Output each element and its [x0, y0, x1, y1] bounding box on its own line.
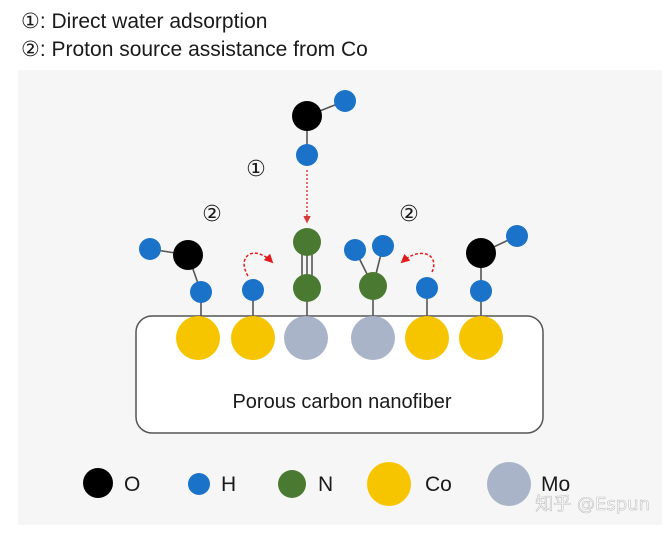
h-atom [139, 238, 161, 260]
mo-atom [351, 316, 395, 360]
h-atom [296, 144, 318, 166]
note-direct-water-adsorption: ①: Direct water adsorption [21, 10, 268, 33]
marker-two-left: ② [202, 201, 222, 226]
proton-transfer-arrow-right [400, 252, 435, 273]
co-atom [176, 316, 220, 360]
legend-co-label: Co [425, 473, 452, 496]
o-atom [292, 101, 322, 131]
legend-notes: ①: Direct water adsorption ②: Proton sou… [21, 8, 368, 64]
substrate-label: Porous carbon nanofiber [232, 391, 451, 413]
n-atom [293, 274, 321, 302]
legend-n-label: N [318, 473, 333, 496]
h-atom [470, 280, 492, 302]
o-atom [466, 238, 496, 268]
n-atom [293, 228, 321, 256]
legend-co-swatch [367, 462, 411, 506]
mo-atom [284, 316, 328, 360]
marker-two-right: ② [399, 201, 419, 226]
co-atom [405, 316, 449, 360]
h-atom [334, 90, 356, 112]
legend-o-label: O [124, 473, 140, 496]
o-atom [173, 240, 203, 270]
co-atom [459, 316, 503, 360]
h-atom [506, 225, 528, 247]
h-atom [372, 235, 394, 257]
legend-mo-label: Mo [541, 473, 570, 496]
h-atom [242, 279, 264, 301]
marker-one: ① [246, 156, 266, 181]
h-atom [344, 239, 366, 261]
diagram-panel [18, 70, 662, 525]
h-atom [416, 277, 438, 299]
proton-transfer-arrow-left [243, 252, 274, 277]
legend-o-swatch [83, 468, 113, 498]
legend-mo-swatch [487, 462, 531, 506]
watermark: 知乎 @Espun [535, 494, 650, 515]
n-atom [359, 272, 387, 300]
co-atom [231, 316, 275, 360]
legend-n-swatch [278, 470, 306, 498]
legend-h-swatch [188, 473, 210, 495]
legend-h-label: H [221, 473, 236, 496]
h-atom [190, 281, 212, 303]
note-proton-source-assistance: ②: Proton source assistance from Co [21, 38, 368, 61]
